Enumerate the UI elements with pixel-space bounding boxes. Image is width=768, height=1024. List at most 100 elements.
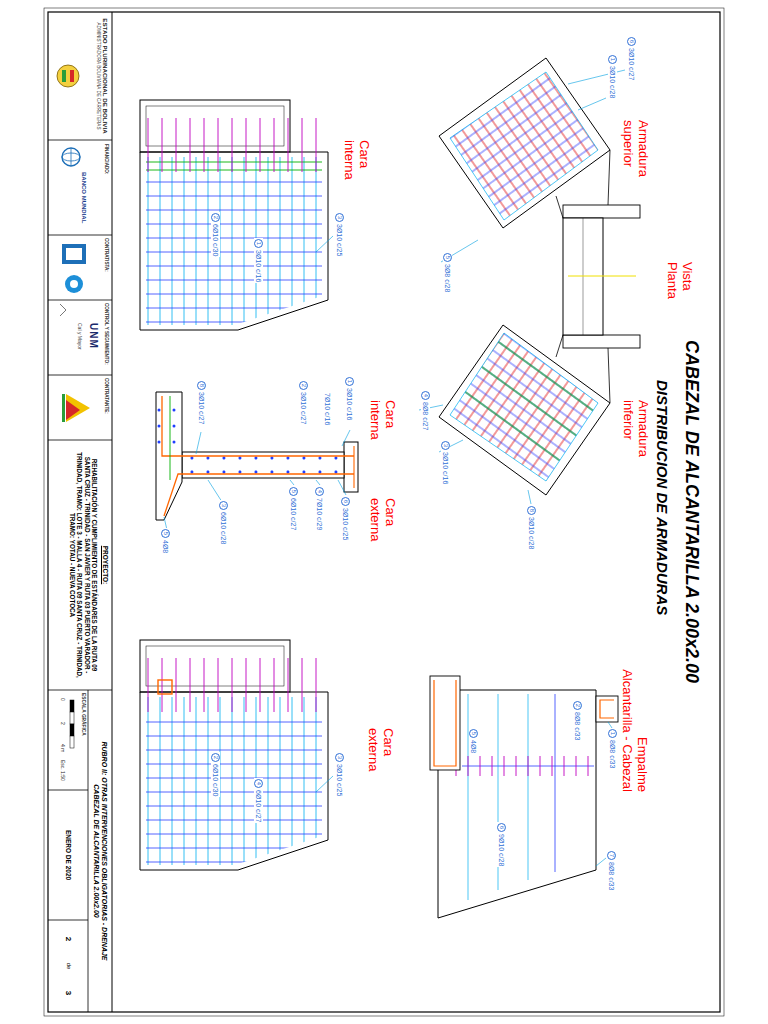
rebar-spec: 6Ø10 c/30 <box>211 764 220 796</box>
drawing-title: CABEZAL DE ALCANTARILLA 2.00x2.00 <box>681 340 702 683</box>
rebar-callout: 13Ø10 c/28 <box>608 54 617 99</box>
cell-text: REHABILITACIÓN Y CUMPLIMIENTO DE ESTÁNDA… <box>68 448 98 682</box>
title-block-cell: PROYECTO:REHABILITACIÓN Y CUMPLIMIENTO D… <box>48 440 112 690</box>
view-label: Alcantarilla - Cabezal <box>620 640 635 792</box>
title-block-cell: ESCALA GRÁFICA <box>48 690 88 790</box>
rebar-spec: 3Ø10 c/28 <box>608 66 617 98</box>
rebar-callout: 3 6Ø10 c/28 <box>219 500 228 545</box>
rebar-callout: 54Ø8 <box>469 728 478 754</box>
rebar-spec: 6Ø10 c/27 <box>289 498 298 530</box>
rebar-spec: 3Ø10 c/25 <box>335 224 344 256</box>
title-block-cell: 2 de 3 <box>48 920 88 1012</box>
callout-number: 6 <box>627 37 636 46</box>
label-text: 4 m <box>60 744 66 752</box>
rebar-callout: 54Ø8 <box>161 528 170 554</box>
rebar-spec: 3Ø10 c/16 <box>441 452 450 484</box>
rebar-spec: 6Ø10 c/28 <box>219 512 228 544</box>
title-block-cell: CONTRATISTA: <box>48 235 112 300</box>
callout-number: 3 <box>335 213 344 222</box>
label-text: Cara interna <box>368 400 398 440</box>
rebar-callout: 3 3Ø10 c/25 <box>335 752 344 797</box>
rebar-callout: 7Ø10 c/16 <box>323 392 332 426</box>
view-label: Vista Planta <box>665 262 695 312</box>
rebar-callout: 2 6Ø10 c/30 <box>211 212 220 257</box>
callout-number: 2 <box>211 753 220 762</box>
rebar-spec: 3Ø10 c/25 <box>335 764 344 796</box>
view-label: Armadura superior <box>621 120 651 184</box>
rebar-spec: 6Ø10 c/30 <box>211 224 220 256</box>
rebar-spec: 9Ø10 c/28 <box>497 834 506 866</box>
callout-number: 3 <box>335 753 344 762</box>
title-block-cell: ESTADO PLURINACIONAL DE BOLIVIAADMINISTR… <box>48 12 112 140</box>
cell-text: ENERO DE 2020 <box>64 830 72 880</box>
rebar-spec: 4Ø8 <box>161 540 170 553</box>
callout-number: 8 <box>197 381 206 390</box>
label-text: 2 <box>60 722 66 725</box>
label-text: Alcantarilla - Cabezal <box>620 669 635 792</box>
view-label: Cara externa <box>368 498 398 550</box>
callout-number: 6 <box>341 497 350 506</box>
rebar-callout: 6 3Ø10 c/25 <box>341 496 350 541</box>
cell-text: 3 <box>63 991 73 995</box>
callout-number: 2 <box>299 381 308 390</box>
elevation-cara-interna <box>138 100 328 332</box>
cell-text: ESCALA GRÁFICA <box>80 693 86 736</box>
cell-text: BANCO MUNDIAL <box>80 172 87 223</box>
plan-view <box>439 58 640 495</box>
cell-text: UNM <box>88 323 100 349</box>
label-text: Empalme <box>635 737 650 792</box>
callout-number: 4 <box>315 487 324 496</box>
callout-number: 4 <box>421 391 430 400</box>
callout-number: 2 <box>211 213 220 222</box>
rebar-spec: 3Ø10 c/27 <box>197 392 206 424</box>
rebar-callout: 6 3Ø10 c/27 <box>627 36 636 81</box>
scale-note: Esc. 1:50 <box>60 760 66 781</box>
rebar-callout: 1 3Ø10 c/16 <box>254 238 263 283</box>
scale-number: 4 m <box>60 744 66 752</box>
view-label: Armadura inferior <box>621 400 651 464</box>
rebar-callout: 8 3Ø10 c/27 <box>197 380 206 425</box>
callout-number: 5 <box>161 529 170 538</box>
callout-number: 5 <box>469 729 478 738</box>
callout-number: 3 <box>219 501 228 510</box>
cell-text: PROYECTO: <box>101 448 109 682</box>
title-block-cell: CONTRATANTE: <box>48 375 112 440</box>
cell-text: ADMINISTRADORA BOLIVIANA DE CARRETERAS <box>95 23 101 130</box>
cell-text: FINANCIADO: <box>104 144 110 174</box>
label-text: Cara interna <box>342 140 372 180</box>
scale-number: 0 <box>60 698 66 701</box>
title-block-cell: RUBRO II: OTRAS INTERVENCIONES OBLIGATOR… <box>88 690 112 1012</box>
callout-number: 1 <box>608 729 617 738</box>
cell-text: RUBRO II: OTRAS INTERVENCIONES OBLIGATOR… <box>100 694 108 1008</box>
rebar-callout: 53Ø8 c/28 <box>443 252 452 293</box>
rebar-callout: 48Ø8 c/27 <box>421 390 430 431</box>
rebar-spec: 3Ø10 c/27 <box>627 48 636 80</box>
rebar-callout: 4 7Ø10 c/29 <box>315 486 324 531</box>
wall-section <box>156 392 358 520</box>
rebar-spec: 3Ø10 c/16 <box>345 388 354 420</box>
callout-number: 1 <box>254 239 263 248</box>
rebar-callout: 13Ø10 c/16 <box>345 376 354 421</box>
rebar-spec: 3Ø10 c/28 <box>527 517 536 549</box>
rebar-callout: 78Ø8 c/33 <box>607 850 616 891</box>
rebar-spec: 3Ø10 c/25 <box>341 508 350 540</box>
label-text: Vista Planta <box>665 262 695 299</box>
label-text: Armadura superior <box>621 120 651 177</box>
rebar-spec: 7Ø10 c/29 <box>315 498 324 530</box>
label-text: Cara externa <box>366 728 396 771</box>
callout-number: 2 <box>573 701 582 710</box>
title-block-cell: CONTROL Y SEGUIMIENTO:UNMCal y Mayor <box>48 300 112 375</box>
rebar-spec: 8Ø8 c/33 <box>573 712 582 740</box>
rebar-spec: 4Ø8 <box>469 740 478 753</box>
scale-number: 2 <box>60 722 66 725</box>
callout-number: 3 <box>441 441 450 450</box>
label-text: 0 <box>60 698 66 701</box>
rebar-spec: 7Ø10 c/16 <box>323 393 332 425</box>
view-label: Cara interna <box>342 140 372 192</box>
elevation-cara-externa <box>138 640 328 872</box>
rebar-spec: 3Ø10 c/16 <box>254 250 263 282</box>
view-label: Cara interna <box>368 400 398 452</box>
cell-text: 2 <box>63 937 73 941</box>
cell-text: de <box>64 963 71 970</box>
